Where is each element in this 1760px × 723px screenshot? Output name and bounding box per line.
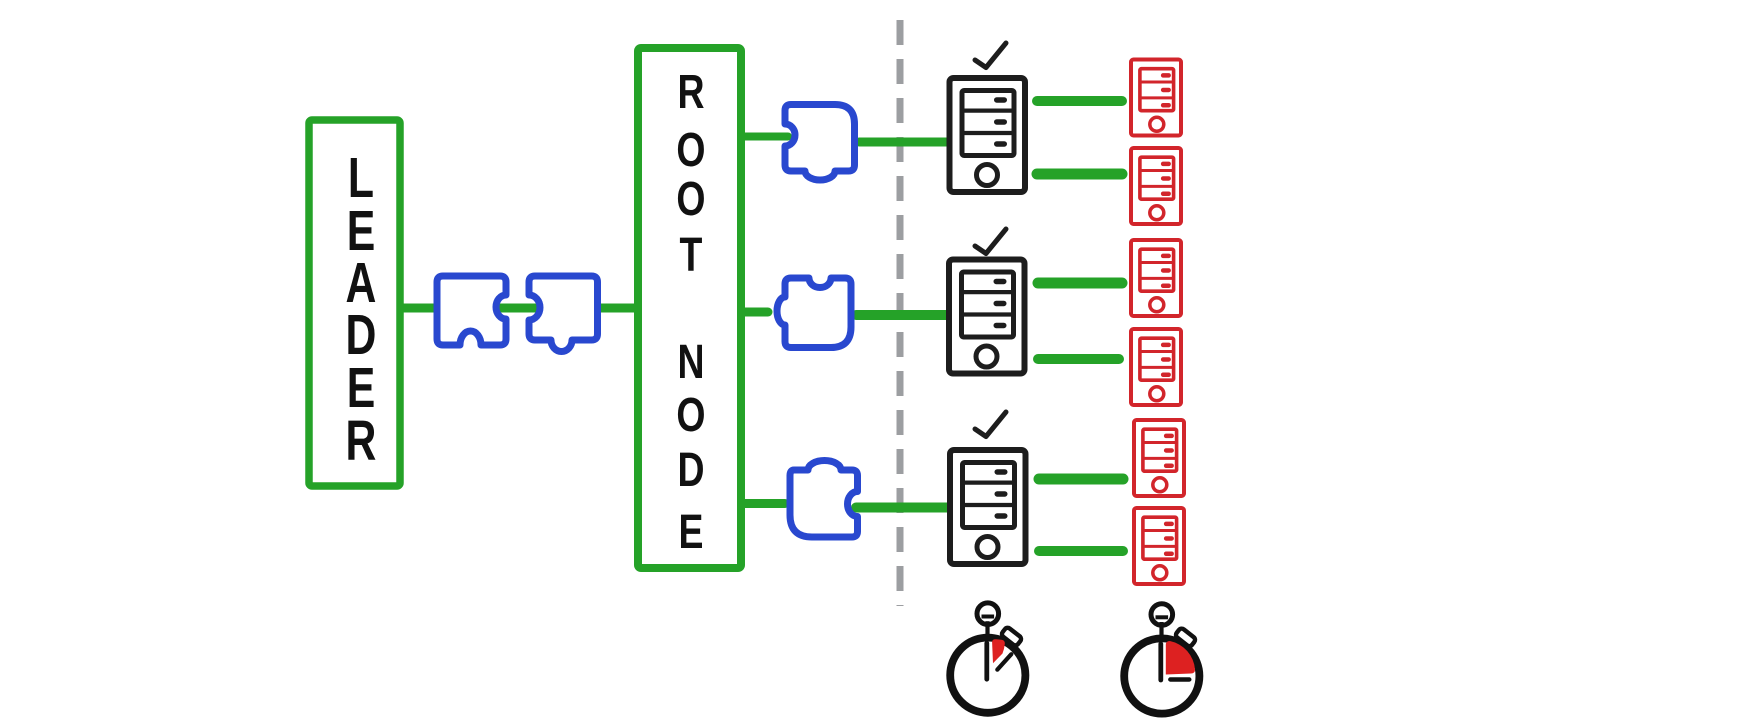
svg-text:O: O (676, 389, 705, 443)
svg-text:N: N (677, 336, 704, 390)
svg-text:D: D (346, 302, 377, 366)
svg-text:R: R (677, 66, 704, 120)
svg-text:D: D (677, 444, 704, 498)
svg-text:R: R (346, 408, 377, 472)
svg-text:O: O (676, 124, 705, 178)
svg-text:T: T (680, 229, 703, 283)
svg-text:E: E (678, 506, 703, 560)
svg-text:O: O (676, 173, 705, 227)
svg-text:E: E (347, 198, 376, 262)
svg-text:E: E (347, 355, 376, 419)
svg-text:L: L (348, 145, 374, 209)
svg-text:A: A (346, 250, 377, 314)
